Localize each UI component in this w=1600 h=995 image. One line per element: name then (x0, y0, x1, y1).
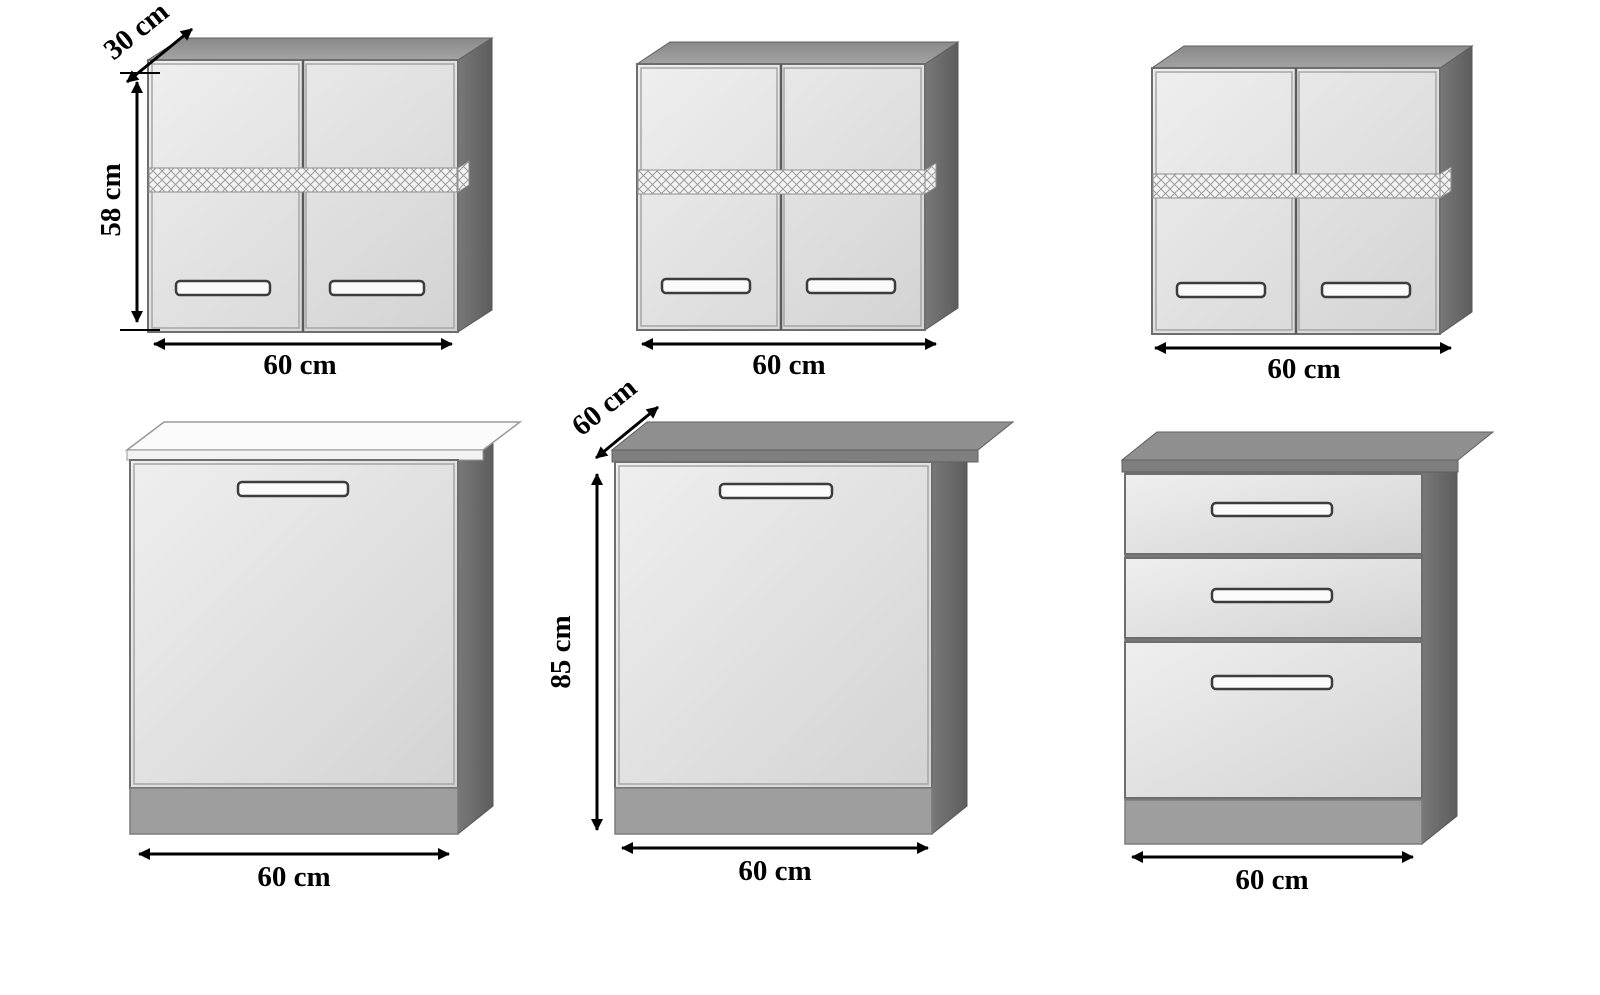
width-dimension-label: 60 cm (1235, 864, 1308, 896)
door-single (618, 465, 929, 785)
width-dimension-label: 60 cm (263, 349, 336, 381)
worktop-top (124, 421, 523, 451)
height-dimension-label: 85 cm (545, 615, 577, 688)
door-handle (805, 277, 897, 295)
door-single (133, 463, 455, 785)
door-handle (718, 482, 834, 500)
worktop-front-edge (611, 449, 979, 463)
worktop-front-edge (126, 449, 484, 461)
width-dimension-label: 60 cm (257, 861, 330, 893)
cabinet-top-face (635, 41, 960, 65)
drawer-handle (1210, 501, 1334, 518)
width-dimension-label: 60 cm (738, 855, 811, 887)
door-handle (236, 480, 350, 498)
depth-dimension-label: 60 cm (566, 372, 643, 443)
height-dimension-label: 58 cm (95, 163, 127, 236)
shelf-edge-hatch (1440, 167, 1451, 198)
shelf-edge-hatch (925, 163, 936, 194)
cabinet-front-face (129, 459, 459, 789)
cabinet-side-face (931, 432, 968, 836)
plinth (129, 787, 459, 835)
wall-cabinet-3: 60 cm (1150, 45, 1474, 385)
drawer-front-3 (1124, 641, 1423, 799)
door-right (1298, 71, 1437, 331)
door-handle (1320, 281, 1412, 299)
drawer-cabinet: 60 cm (1120, 431, 1495, 896)
drawer-handle (1210, 674, 1334, 691)
cabinet-top-face (146, 37, 494, 61)
cabinet-side-face (457, 430, 494, 836)
base-cabinet-2: 60 cm 85 cm 60 cm (545, 372, 1015, 887)
worktop-top (1120, 431, 1495, 461)
wall-cabinet-2: 60 cm (635, 41, 960, 381)
cabinet-top-face (1150, 45, 1474, 69)
worktop-top (610, 421, 1015, 451)
plinth (614, 787, 933, 835)
shelf-edge-hatch (458, 161, 469, 192)
shelf-hatch (149, 168, 457, 192)
drawer-handle (1210, 587, 1334, 604)
shelf-hatch (638, 170, 925, 194)
door-right (305, 63, 455, 329)
cabinet-side-face (1421, 442, 1458, 846)
worktop-front-edge (1121, 459, 1459, 473)
depth-dimension-arrow (595, 405, 659, 460)
width-dimension-label: 60 cm (752, 349, 825, 381)
width-dimension-label: 60 cm (1267, 353, 1340, 385)
cabinet-front-face (614, 461, 933, 789)
door-left (151, 63, 300, 329)
base-cabinet-1: 60 cm (124, 421, 523, 893)
door-right (783, 67, 922, 327)
wall-cabinet-1: 58 cm 30 cm 60 cm (95, 0, 494, 381)
door-left (1155, 71, 1293, 331)
door-handle (174, 279, 272, 297)
door-handle (328, 279, 426, 297)
plinth (1124, 799, 1423, 845)
door-handle (660, 277, 752, 295)
depth-dimension-arrow (126, 27, 193, 84)
shelf-hatch (1153, 174, 1440, 198)
door-left (640, 67, 778, 327)
door-handle (1175, 281, 1267, 299)
